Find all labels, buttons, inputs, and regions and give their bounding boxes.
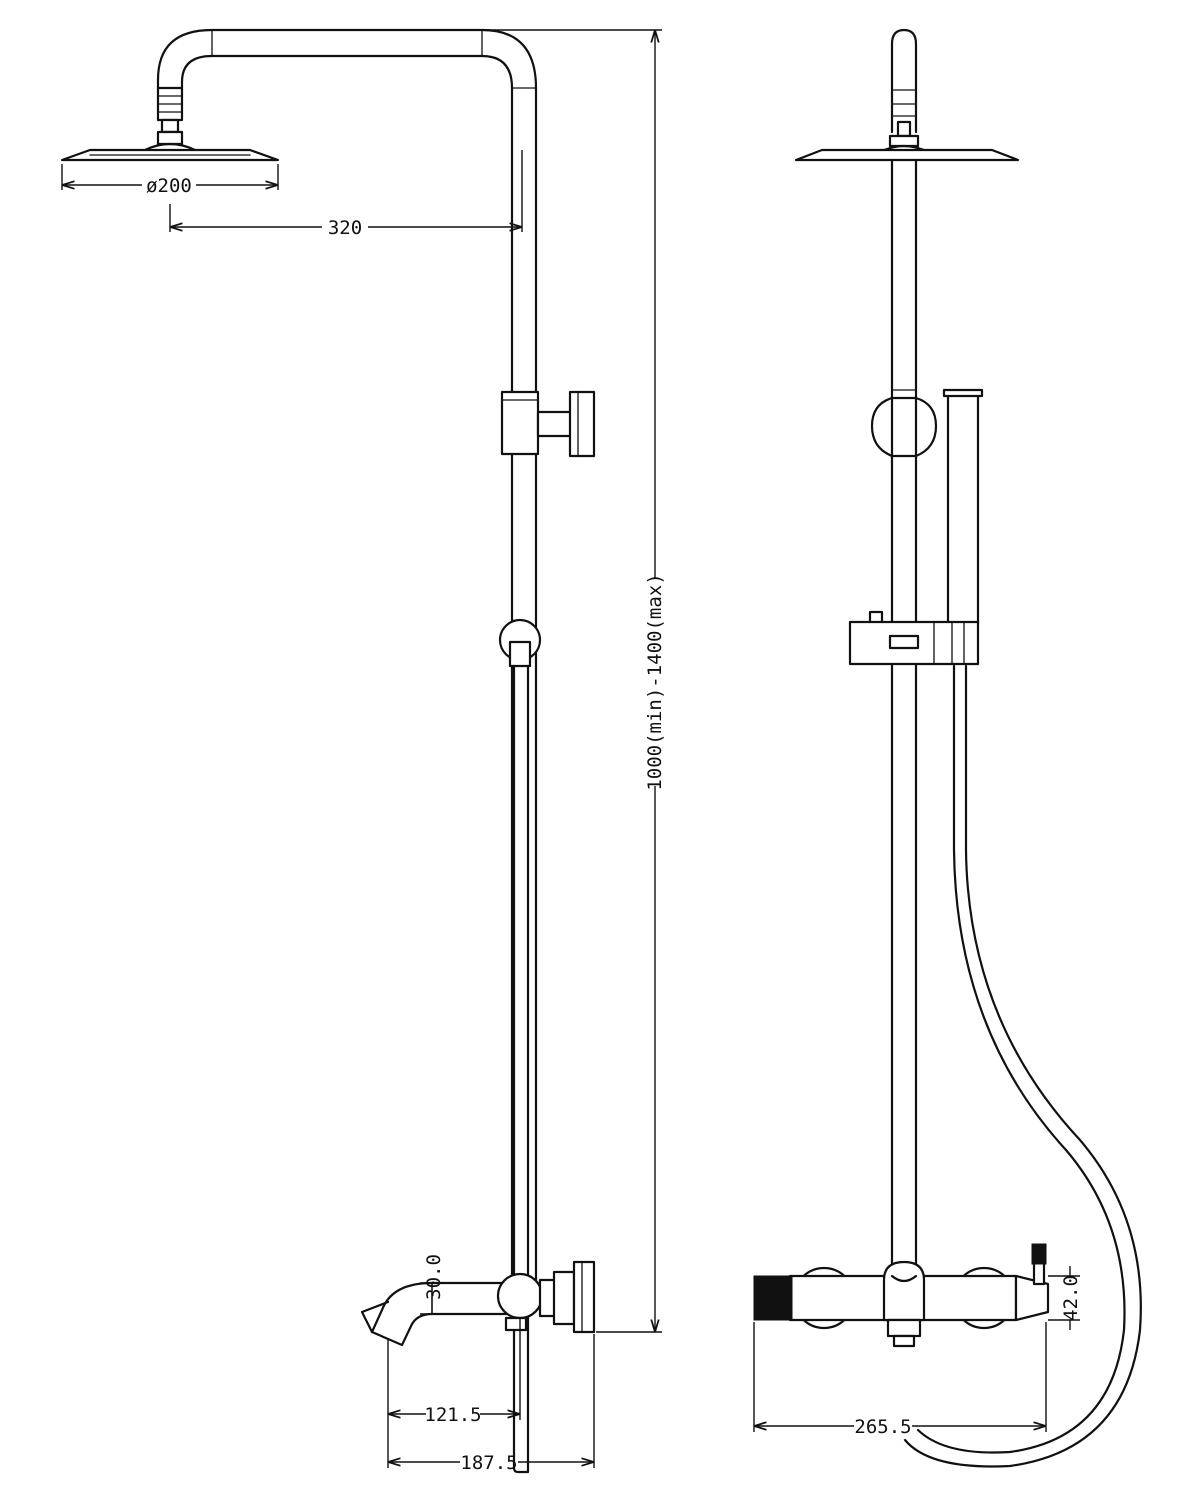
top-arm-front — [890, 28, 918, 134]
diverter-block — [500, 390, 540, 456]
dim-arm-reach: 320 — [328, 217, 362, 239]
hose-outer — [903, 664, 1142, 1468]
shower-head-front — [794, 148, 1020, 162]
side-view — [60, 28, 596, 1474]
handset-front — [946, 390, 980, 626]
front-view — [753, 28, 1142, 1468]
dim-spout-height: 30.0 — [423, 1254, 445, 1300]
overhead-arm-outer — [156, 28, 538, 394]
thermostat-knob — [753, 1275, 793, 1321]
mixer-knob — [572, 1260, 596, 1334]
upper-bracket — [870, 396, 938, 458]
hose-outlet — [882, 1260, 926, 1322]
dim-spout-reach: 121.5 — [424, 1404, 481, 1426]
dim-mixer-width: 265.5 — [854, 1416, 911, 1438]
dim-mixer-height: 42.0 — [1060, 1275, 1082, 1321]
overhead-arm-inner — [180, 54, 514, 394]
mixer-body — [496, 1272, 544, 1320]
dim-height-range: 1000(min)-1400(max) — [644, 573, 666, 790]
lever-handle — [1031, 1243, 1047, 1265]
dim-overall-depth: 187.5 — [460, 1452, 517, 1474]
hose-inner — [916, 664, 1126, 1454]
front-dimensions: 42.0 265.5 — [753, 1266, 1082, 1438]
diverter-knob — [568, 390, 596, 458]
handheld-shower — [512, 664, 530, 1474]
dim-head-diameter: ø200 — [146, 175, 192, 197]
side-dimensions: ø200 320 1000(min)-1400(max) 30.0 121.5 … — [61, 29, 666, 1474]
